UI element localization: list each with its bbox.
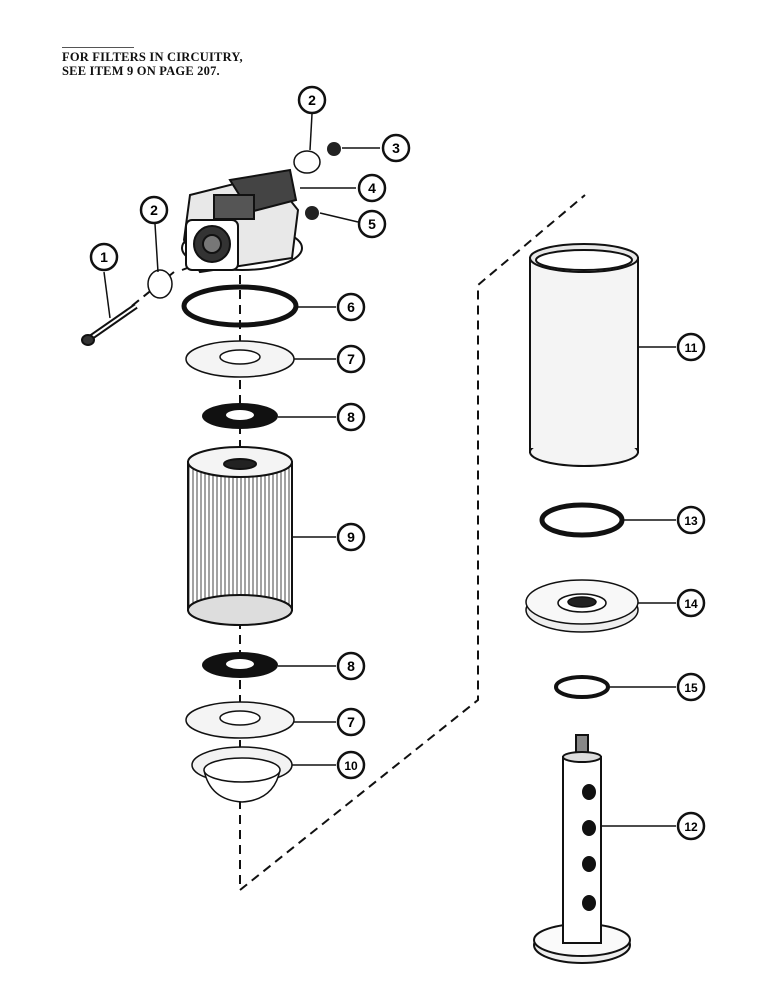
- callout-6: 6: [336, 292, 366, 322]
- callout-label: 15: [684, 681, 698, 695]
- note-line-2: SEE ITEM 9 ON PAGE 207.: [62, 64, 220, 78]
- seal-part: [202, 652, 278, 678]
- container-part: [191, 746, 293, 803]
- seal-part: [202, 403, 278, 429]
- note-rule: [62, 47, 134, 48]
- callout-8a: 8: [336, 402, 366, 432]
- washer-part: [185, 701, 295, 739]
- callout-4: 4: [357, 173, 387, 203]
- callout-label: 8: [347, 658, 355, 674]
- callout-7a: 7: [336, 344, 366, 374]
- note-line-1: FOR FILTERS IN CIRCUITRY,: [62, 50, 243, 64]
- callout-label: 7: [347, 714, 355, 730]
- seal-ring-part: [539, 502, 625, 538]
- callout-7b: 7: [336, 707, 366, 737]
- callout-label: 3: [392, 140, 400, 156]
- fitting-part: [327, 142, 341, 156]
- callout-14: 14: [676, 588, 706, 618]
- callout-2b: 2: [297, 85, 327, 115]
- callout-13: 13: [676, 505, 706, 535]
- adapter-plate-part: [525, 579, 639, 633]
- small-ring-part: [554, 675, 610, 699]
- center-tube-part: [533, 734, 631, 964]
- plug-part: [293, 150, 321, 174]
- callout-label: 2: [308, 92, 316, 108]
- callout-label: 1: [100, 249, 108, 265]
- plug-part: [147, 269, 173, 299]
- filter-element-part: [187, 446, 293, 626]
- reference-note: FOR FILTERS IN CIRCUITRY, SEE ITEM 9 ON …: [62, 50, 243, 78]
- bolt-part: [81, 303, 138, 346]
- callout-12: 12: [676, 811, 706, 841]
- callout-label: 11: [685, 341, 698, 355]
- canister-part: [529, 243, 639, 467]
- fitting-part: [305, 206, 319, 220]
- callout-label: 4: [368, 180, 376, 196]
- callout-8b: 8: [336, 651, 366, 681]
- callout-11: 11: [676, 332, 706, 362]
- o-ring-part: [181, 284, 299, 328]
- callout-2a: 2: [139, 195, 169, 225]
- callout-label: 2: [150, 202, 158, 218]
- callout-10: 10: [336, 750, 366, 780]
- callout-5: 5: [357, 209, 387, 239]
- callout-3: 3: [381, 133, 411, 163]
- callout-label: 14: [684, 597, 698, 611]
- callout-label: 13: [684, 514, 698, 528]
- callout-label: 5: [368, 216, 376, 232]
- callout-label: 9: [347, 529, 355, 545]
- callout-label: 7: [347, 351, 355, 367]
- callout-1: 1: [89, 242, 119, 272]
- leader-lines: [103, 113, 676, 827]
- callout-15: 15: [676, 672, 706, 702]
- callout-label: 10: [344, 759, 358, 773]
- washer-part: [185, 340, 295, 378]
- callout-9: 9: [336, 522, 366, 552]
- callout-group: 1 2 2 3 4 5 6 7 8 9 8 7 10 11 13 14 15 1…: [89, 85, 706, 841]
- filter-head-part: [181, 168, 303, 274]
- callout-label: 8: [347, 409, 355, 425]
- callout-label: 12: [684, 820, 698, 834]
- callout-label: 6: [347, 299, 355, 315]
